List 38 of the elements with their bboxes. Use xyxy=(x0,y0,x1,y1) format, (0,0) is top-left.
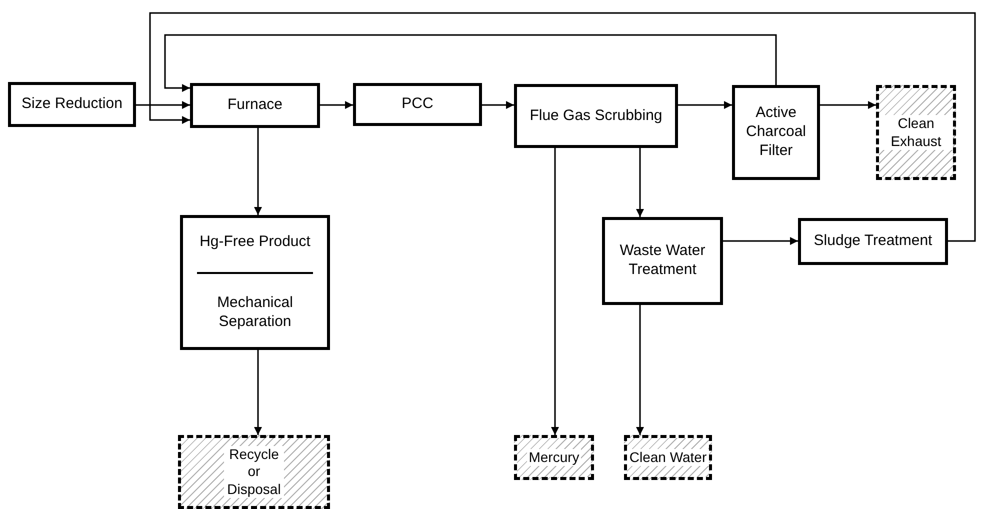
process-box xyxy=(180,215,330,350)
process-box xyxy=(602,217,723,305)
process-box xyxy=(190,83,320,128)
output-box xyxy=(178,435,330,509)
arrow xyxy=(636,305,644,435)
arrow xyxy=(678,101,732,109)
box-label: PCC xyxy=(402,95,434,114)
arrow xyxy=(636,148,644,217)
arrow xyxy=(254,128,262,215)
arrow xyxy=(482,101,514,109)
box-label: Clean Water xyxy=(627,448,709,466)
output-box xyxy=(876,85,956,180)
output-box xyxy=(624,435,712,480)
arrow xyxy=(320,101,353,109)
process-box xyxy=(8,82,136,127)
process-box xyxy=(353,83,482,126)
box-label: Size Reduction xyxy=(22,95,122,114)
arrow xyxy=(164,34,777,92)
arrow xyxy=(136,101,190,109)
box-label: Sludge Treatment xyxy=(814,232,932,251)
box-label: Mercury xyxy=(526,448,582,466)
box-label: Flue Gas Scrubbing xyxy=(530,106,662,126)
box-label: Recycle or Disposal xyxy=(224,446,284,498)
arrow xyxy=(254,350,262,435)
box-label: Waste Water Treatment xyxy=(618,242,706,280)
process-box xyxy=(514,84,678,148)
output-box xyxy=(514,435,594,480)
arrow xyxy=(551,148,559,435)
arrow xyxy=(820,101,876,109)
process-box xyxy=(732,85,820,180)
process-box xyxy=(798,218,948,265)
arrow xyxy=(149,12,976,242)
box-label: Active Charcoal Filter xyxy=(744,104,808,161)
box-label: Hg-Free Product xyxy=(200,233,310,252)
box-label: Furnace xyxy=(227,96,283,115)
box-label: Clean Exhaust xyxy=(879,115,953,150)
box-label: Mechanical Separation xyxy=(216,294,294,332)
arrow xyxy=(723,237,798,245)
